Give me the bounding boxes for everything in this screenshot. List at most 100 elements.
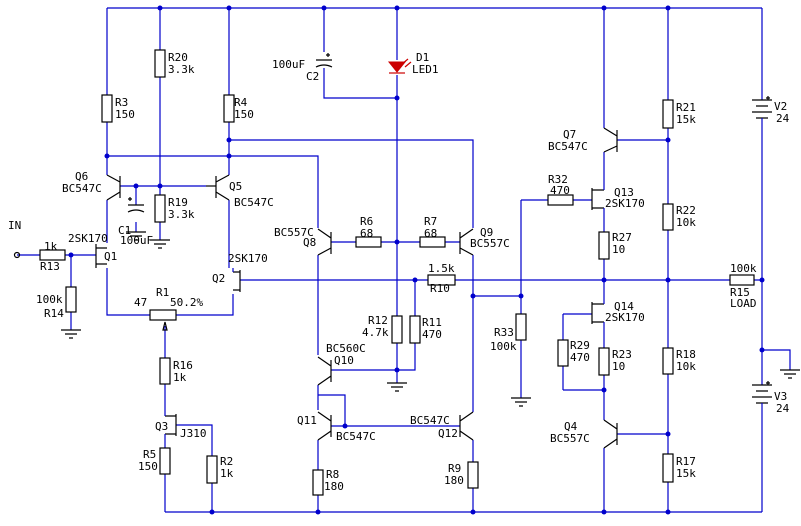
label-R1-extra: 50.2% bbox=[170, 296, 203, 309]
label-C2-value: 100uF bbox=[272, 58, 305, 71]
label-Q8-ref: Q8 bbox=[303, 236, 316, 249]
label-R19-value: 3.3k bbox=[168, 208, 195, 221]
label-R3-value: 150 bbox=[115, 108, 135, 121]
label-Q12-ref: Q12 bbox=[438, 427, 458, 440]
label-R10-value: 1.5k bbox=[428, 262, 455, 275]
label-Q6-value: BC547C bbox=[62, 182, 102, 195]
label-R16-ref: R16 bbox=[173, 359, 193, 372]
ground-symbols bbox=[61, 231, 800, 407]
label-Q1-ref: Q1 bbox=[104, 250, 117, 263]
label-R16-value: 1k bbox=[173, 371, 187, 384]
label-R18-ref: R18 bbox=[676, 348, 696, 361]
label-R12-value: 4.7k bbox=[362, 326, 389, 339]
label-R14-ref: R14 bbox=[44, 307, 64, 320]
label-Q3-ref: Q3 bbox=[155, 420, 168, 433]
label-R22-ref: R22 bbox=[676, 204, 696, 217]
label-Q9-ref: Q9 bbox=[480, 226, 493, 239]
label-R12-ref: R12 bbox=[368, 314, 388, 327]
label-R1-value: 47 bbox=[134, 296, 147, 309]
label-Q2-ref: Q2 bbox=[212, 272, 225, 285]
label-R8-ref: R8 bbox=[326, 468, 339, 481]
junctions bbox=[68, 5, 765, 515]
label-Q3-value: J310 bbox=[180, 427, 207, 440]
label-R2-ref: R2 bbox=[220, 455, 233, 468]
label-R33-value: 100k bbox=[490, 340, 517, 353]
label-Q13-value: 2SK170 bbox=[605, 197, 645, 210]
label-R2-value: 1k bbox=[220, 467, 234, 480]
label-V2-value: 24 bbox=[776, 112, 790, 125]
label-Q7-value: BC547C bbox=[548, 140, 588, 153]
label-R8-value: 180 bbox=[324, 480, 344, 493]
label-Q10-ref: Q10 bbox=[334, 354, 354, 367]
label-R3-ref: R3 bbox=[115, 96, 128, 109]
label-R5-ref: R5 bbox=[143, 448, 156, 461]
label-Q14-ref: Q14 bbox=[614, 300, 634, 313]
label-Q11-value: BC547C bbox=[336, 430, 376, 443]
label-R7-ref: R7 bbox=[424, 215, 437, 228]
label-Q13-ref: Q13 bbox=[614, 186, 634, 199]
label-Q14-value: 2SK170 bbox=[605, 311, 645, 324]
label-Q1-value: 2SK170 bbox=[68, 232, 108, 245]
label-R6-ref: R6 bbox=[360, 215, 373, 228]
label-Q11-ref: Q11 bbox=[297, 414, 317, 427]
label-Q12-value: BC547C bbox=[410, 414, 450, 427]
resistor-symbols bbox=[39, 49, 755, 496]
input-label: IN bbox=[8, 219, 21, 232]
label-Q5-ref: Q5 bbox=[229, 180, 242, 193]
transistor-symbols bbox=[95, 127, 618, 449]
label-R22-value: 10k bbox=[676, 216, 696, 229]
label-R10-ref: R10 bbox=[430, 282, 450, 295]
label-R18-value: 10k bbox=[676, 360, 696, 373]
label-R20-value: 3.3k bbox=[168, 63, 195, 76]
label-R11-ref: R11 bbox=[422, 316, 442, 329]
wires bbox=[17, 7, 791, 513]
label-Q8-value: BC557C bbox=[274, 226, 314, 239]
label-R9-value: 180 bbox=[444, 474, 464, 487]
label-V3-value: 24 bbox=[776, 402, 790, 415]
label-R15-value: 100k bbox=[730, 262, 757, 275]
label-D1-ref: D1 bbox=[416, 51, 429, 64]
label-R15-ref: R15 bbox=[730, 286, 750, 299]
label-R23-ref: R23 bbox=[612, 348, 632, 361]
label-C1-ref: C1 bbox=[118, 224, 131, 237]
label-R4-ref: R4 bbox=[234, 96, 248, 109]
label-V3-ref: V3 bbox=[774, 390, 787, 403]
label-R27-value: 10 bbox=[612, 243, 625, 256]
label-R13-value: 1k bbox=[44, 240, 58, 253]
label-R19-ref: R19 bbox=[168, 196, 188, 209]
label-R9-ref: R9 bbox=[448, 462, 461, 475]
label-R14-value: 100k bbox=[36, 293, 63, 306]
label-Q6-ref: Q6 bbox=[75, 170, 88, 183]
label-R32-value: 470 bbox=[550, 184, 570, 197]
label-R1-ref: R1 bbox=[156, 286, 169, 299]
label-R33-ref: R33 bbox=[494, 326, 514, 339]
label-R11-value: 470 bbox=[422, 328, 442, 341]
label-R5-value: 150 bbox=[138, 460, 158, 473]
label-Q2-value: 2SK170 bbox=[228, 252, 268, 265]
label-R21-ref: R21 bbox=[676, 101, 696, 114]
label-R29-ref: R29 bbox=[570, 339, 590, 352]
label-V2-ref: V2 bbox=[774, 100, 787, 113]
label-R29-value: 470 bbox=[570, 351, 590, 364]
label-Q9-value: BC557C bbox=[470, 237, 510, 250]
label-Q4-ref: Q4 bbox=[564, 420, 578, 433]
label-R32-ref: R32 bbox=[548, 173, 568, 186]
passive-symbols bbox=[13, 53, 772, 410]
label-Q7-ref: Q7 bbox=[563, 128, 576, 141]
label-R17-ref: R17 bbox=[676, 455, 696, 468]
label-C2-ref: C2 bbox=[306, 70, 319, 83]
labels: IN R3 150 R20 3.3k R19 3.3k R4 150 Q6 BC… bbox=[8, 51, 790, 493]
label-R21-value: 15k bbox=[676, 113, 696, 126]
label-R20-ref: R20 bbox=[168, 51, 188, 64]
label-Q5-value: BC547C bbox=[234, 196, 274, 209]
label-R7-value: 68 bbox=[424, 227, 437, 240]
label-R17-value: 15k bbox=[676, 467, 696, 480]
label-R15-extra: LOAD bbox=[730, 297, 757, 310]
label-Q4-value: BC557C bbox=[550, 432, 590, 445]
label-R27-ref: R27 bbox=[612, 231, 632, 244]
label-R13-ref: R13 bbox=[40, 260, 60, 273]
label-R6-value: 68 bbox=[360, 227, 373, 240]
label-D1-value: LED1 bbox=[412, 63, 439, 76]
label-R4-value: 150 bbox=[234, 108, 254, 121]
